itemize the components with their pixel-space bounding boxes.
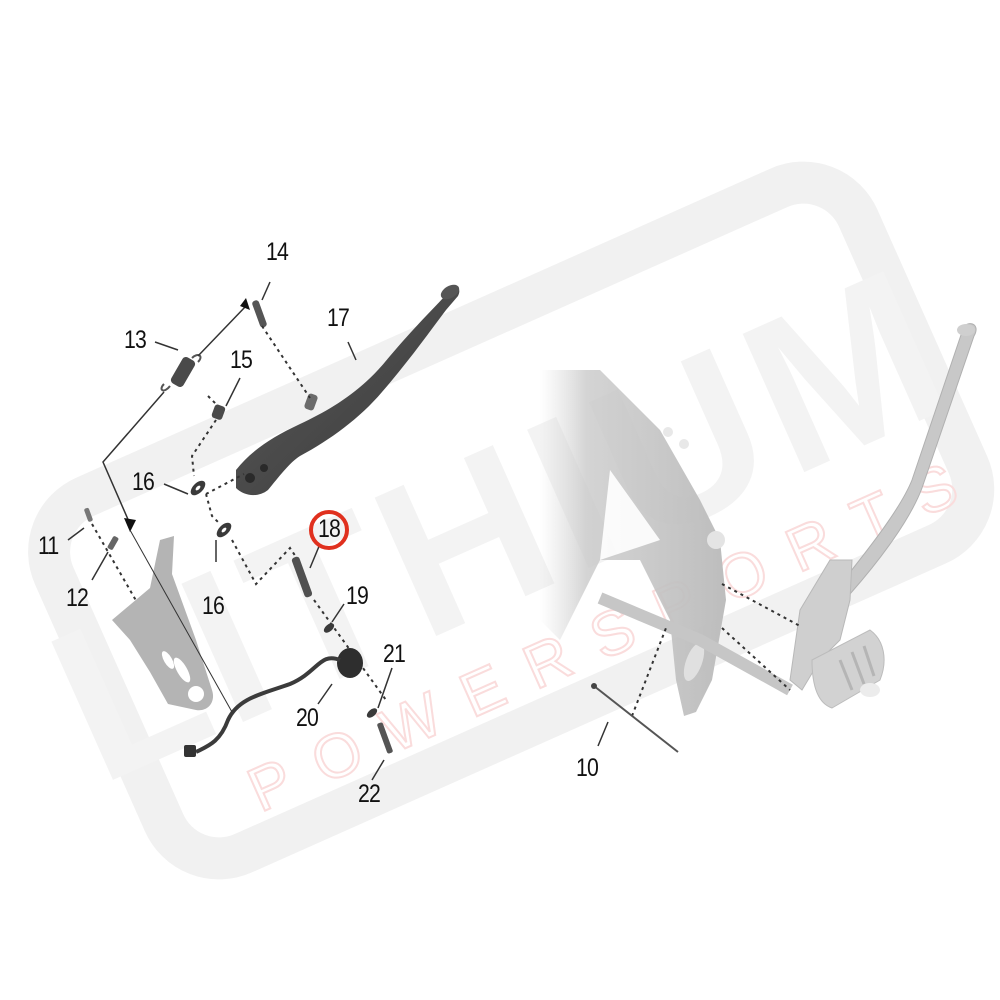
leader-lines xyxy=(67,281,609,781)
frame-part xyxy=(540,370,793,716)
callout-21[interactable]: 21 xyxy=(383,640,406,668)
callout-12[interactable]: 12 xyxy=(66,584,89,612)
return-spring-part xyxy=(160,354,202,392)
callout-22[interactable]: 22 xyxy=(358,780,381,808)
callout-17[interactable]: 17 xyxy=(327,304,350,332)
callout-14[interactable]: 14 xyxy=(266,238,289,266)
washer-part-lower xyxy=(216,522,232,538)
callout-16-upper[interactable]: 16 xyxy=(132,468,155,496)
washer-21-part xyxy=(366,708,378,718)
small-bolt-part xyxy=(84,507,93,522)
spring-pin-part xyxy=(252,300,267,328)
kickstand-switch-part xyxy=(184,648,363,757)
nut-part xyxy=(211,404,226,420)
callout-18[interactable]: 18 xyxy=(318,515,341,543)
mounting-lines xyxy=(631,583,801,717)
callout-19[interactable]: 19 xyxy=(346,582,369,610)
callout-11[interactable]: 11 xyxy=(38,532,59,560)
long-bolt-part xyxy=(593,685,679,753)
pivot-bolt-part xyxy=(291,556,313,598)
installed-kickstand-part xyxy=(835,323,977,595)
washer-19-part xyxy=(323,623,335,633)
footpeg-bracket-part xyxy=(112,536,214,711)
callout-16-lower[interactable]: 16 xyxy=(202,592,225,620)
callout-15[interactable]: 15 xyxy=(230,346,253,374)
highlight-ring xyxy=(309,510,349,550)
spring-hook-pin-part xyxy=(107,536,119,550)
kickstand-leg-part xyxy=(236,284,460,496)
installed-footpeg-part xyxy=(789,559,885,709)
callout-10[interactable]: 10 xyxy=(576,754,599,782)
callout-20[interactable]: 20 xyxy=(296,704,319,732)
washer-part-upper xyxy=(190,480,206,496)
callout-13[interactable]: 13 xyxy=(124,326,147,354)
switch-screw-part xyxy=(377,722,393,754)
